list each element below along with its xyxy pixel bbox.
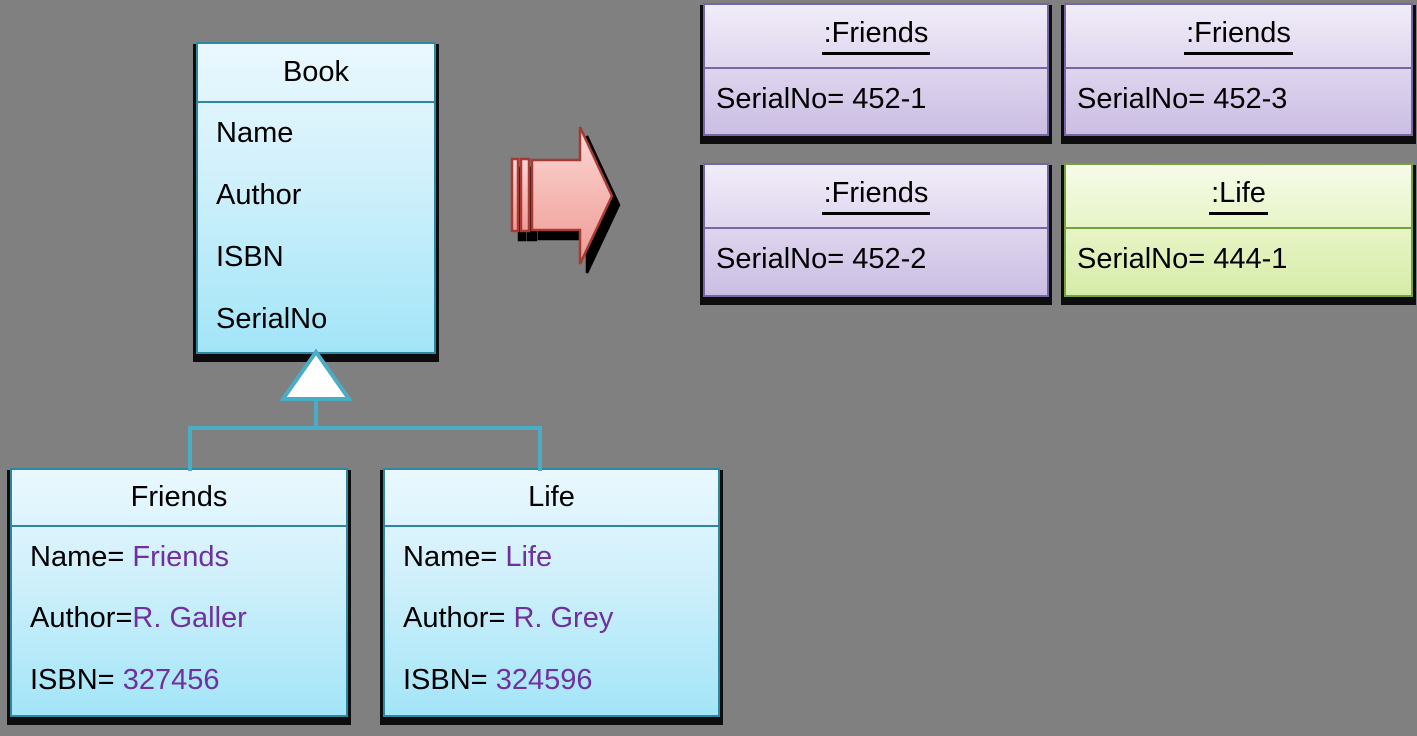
attribute-label: Author= <box>30 602 133 635</box>
class-attributes: Name= Life Author= R. Grey ISBN= 324596 <box>385 527 718 711</box>
attribute-label: Name= <box>403 541 506 574</box>
attribute-label: ISBN= <box>30 663 123 696</box>
instance-body: SerialNo= 452-2 <box>705 229 1047 290</box>
attribute-author: Author <box>216 179 302 212</box>
attribute-label: Name= <box>30 541 133 574</box>
instance-serial: SerialNo= 452-3 <box>1077 83 1288 115</box>
attribute-value: Life <box>505 541 553 574</box>
attribute-label: Author= <box>403 602 514 635</box>
class-box-book: Book Name Author ISBN SerialNo <box>196 42 436 354</box>
connector-branch-line <box>188 426 542 471</box>
attribute-isbn: ISBN <box>216 240 284 273</box>
instance-body: SerialNo= 452-1 <box>705 69 1047 130</box>
instance-body: SerialNo= 444-1 <box>1066 229 1411 290</box>
instance-box-friends-452-1: :Friends SerialNo= 452-1 <box>703 3 1049 136</box>
attribute-row: Author= R. Grey <box>385 588 718 649</box>
class-title: Friends <box>12 470 346 527</box>
instance-title: :Friends <box>705 5 1047 69</box>
attribute-name: Name <box>216 117 294 150</box>
instance-body: SerialNo= 452-3 <box>1066 69 1411 130</box>
attribute-value: R. Galler <box>132 602 247 635</box>
instance-title: :Friends <box>1066 5 1411 69</box>
instance-title-text: :Friends <box>821 177 931 215</box>
attribute-row: ISBN= 324596 <box>385 650 718 711</box>
arrow-shape <box>510 126 614 265</box>
instance-title-text: :Friends <box>1184 17 1293 55</box>
transform-arrow-icon <box>510 126 621 274</box>
instance-title-text: :Friends <box>821 17 931 55</box>
instance-title-text: :Life <box>1209 177 1268 215</box>
attribute-value: R. Grey <box>513 602 614 635</box>
instance-title: :Friends <box>705 165 1047 229</box>
attribute-row: Name= Life <box>385 527 718 588</box>
attribute-value: 327456 <box>122 663 220 696</box>
class-title: Book <box>198 44 434 103</box>
attribute-value: 324596 <box>495 663 593 696</box>
attribute-row: ISBN= 327456 <box>12 650 346 711</box>
instance-title: :Life <box>1066 165 1411 229</box>
attribute-row: Author=R. Galler <box>12 588 346 649</box>
class-title: Life <box>385 470 718 527</box>
class-box-life: Life Name= Life Author= R. Grey ISBN= 32… <box>383 468 720 717</box>
arrow-shadow <box>517 135 621 274</box>
instance-box-friends-452-2: :Friends SerialNo= 452-2 <box>703 163 1049 297</box>
attribute-value: Friends <box>132 541 230 574</box>
instance-box-life-444-1: :Life SerialNo= 444-1 <box>1064 163 1413 297</box>
instance-serial: SerialNo= 452-1 <box>716 83 927 115</box>
attribute-serialno: SerialNo <box>216 302 328 335</box>
class-attributes: Name Author ISBN SerialNo <box>198 103 434 350</box>
instance-serial: SerialNo= 444-1 <box>1077 243 1288 275</box>
attribute-row: Name= Friends <box>12 527 346 588</box>
attribute-label: ISBN= <box>403 663 496 696</box>
instance-serial: SerialNo= 452-2 <box>716 243 927 275</box>
class-attributes: Name= Friends Author=R. Galler ISBN= 327… <box>12 527 346 711</box>
class-box-friends: Friends Name= Friends Author=R. Galler I… <box>10 468 348 717</box>
inheritance-triangle-icon <box>279 348 353 401</box>
instance-box-friends-452-3: :Friends SerialNo= 452-3 <box>1064 3 1413 136</box>
